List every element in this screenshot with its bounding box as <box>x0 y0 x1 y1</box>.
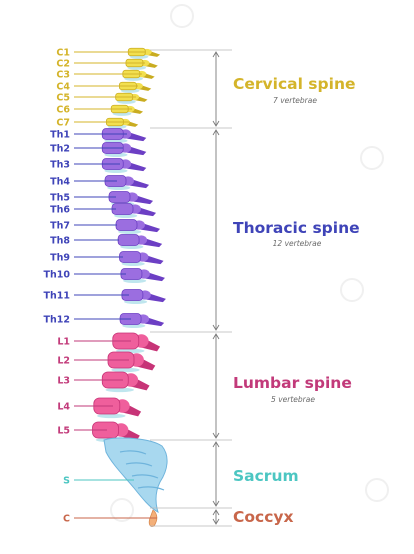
intervertebral-disc <box>97 413 126 419</box>
region-sacrum: Sacrum <box>233 467 299 485</box>
label-c: C <box>63 513 70 524</box>
vertebra-th7 <box>115 219 138 231</box>
arrow-head <box>212 51 220 58</box>
region-coccyx: Coccyx <box>233 508 294 526</box>
arrow-head <box>212 324 220 331</box>
label-th10: Th10 <box>44 269 71 280</box>
arrow-head <box>212 518 220 525</box>
label-th12: Th12 <box>44 314 70 325</box>
watermark-layer <box>110 4 389 522</box>
label-l3: L3 <box>57 375 70 386</box>
label-th8: Th8 <box>50 235 70 246</box>
label-c6: C6 <box>56 104 70 115</box>
sacral-ridge <box>119 450 147 455</box>
arrow-head <box>212 441 220 448</box>
watermark-swirl <box>340 278 364 302</box>
watermark-swirl <box>360 146 384 170</box>
intervertebral-disc <box>105 387 135 393</box>
label-l2: L2 <box>57 355 70 366</box>
watermark-swirl <box>110 498 134 522</box>
region-title-sacrum: Sacrum <box>233 467 299 485</box>
label-c4: C4 <box>56 81 70 92</box>
vertebra-th8 <box>117 234 140 246</box>
label-th7: Th7 <box>50 220 70 231</box>
region-subtitle-cervical: 7 vertebrae <box>273 96 317 105</box>
vertebra-leader-lines <box>74 51 157 519</box>
label-th11: Th11 <box>44 290 70 301</box>
arrow-head <box>212 509 220 516</box>
label-l4: L4 <box>57 401 70 412</box>
region-subtitle-thoracic: 12 vertebrae <box>273 239 322 248</box>
region-subtitle-lumbar: 5 vertebrae <box>271 395 315 404</box>
sacral-ridge <box>137 486 165 491</box>
watermark-swirl <box>365 478 389 502</box>
sacral-ridge <box>131 474 159 479</box>
region-title-lumbar: Lumbar spine <box>233 374 352 392</box>
label-c5: C5 <box>56 92 70 103</box>
label-c2: C2 <box>56 58 70 69</box>
vertebra-labels: C1C2C3C4C5C6C7Th1Th2Th3Th4Th5Th6Th7Th8Th… <box>44 47 71 524</box>
watermark-swirl <box>170 4 194 28</box>
spine-illustration <box>92 47 168 527</box>
label-th4: Th4 <box>50 176 70 187</box>
label-th9: Th9 <box>50 252 70 263</box>
region-cervical: Cervical spine 7 vertebrae <box>233 75 356 105</box>
arrow-head <box>212 333 220 340</box>
region-thoracic: Thoracic spine 12 vertebrae <box>233 219 360 248</box>
label-l1: L1 <box>57 336 70 347</box>
arrow-head <box>212 129 220 136</box>
arrow-head <box>212 432 220 439</box>
arrow-head <box>212 500 220 507</box>
label-th5: Th5 <box>50 192 70 203</box>
sacral-ridge <box>125 462 153 467</box>
label-th1: Th1 <box>50 129 70 140</box>
region-title-thoracic: Thoracic spine <box>233 219 360 237</box>
region-title-cervical: Cervical spine <box>233 75 356 93</box>
label-c7: C7 <box>56 117 70 128</box>
label-th2: Th2 <box>50 143 70 154</box>
label-s: S <box>63 475 70 486</box>
arrow-head <box>212 120 220 127</box>
label-c3: C3 <box>56 69 70 80</box>
label-l5: L5 <box>57 425 70 436</box>
label-c1: C1 <box>56 47 70 58</box>
label-th3: Th3 <box>50 159 70 170</box>
region-brackets <box>150 49 232 527</box>
region-lumbar: Lumbar spine 5 vertebrae <box>233 374 352 404</box>
intervertebral-disc <box>111 367 140 373</box>
region-title-coccyx: Coccyx <box>233 508 294 526</box>
label-th6: Th6 <box>50 204 70 215</box>
